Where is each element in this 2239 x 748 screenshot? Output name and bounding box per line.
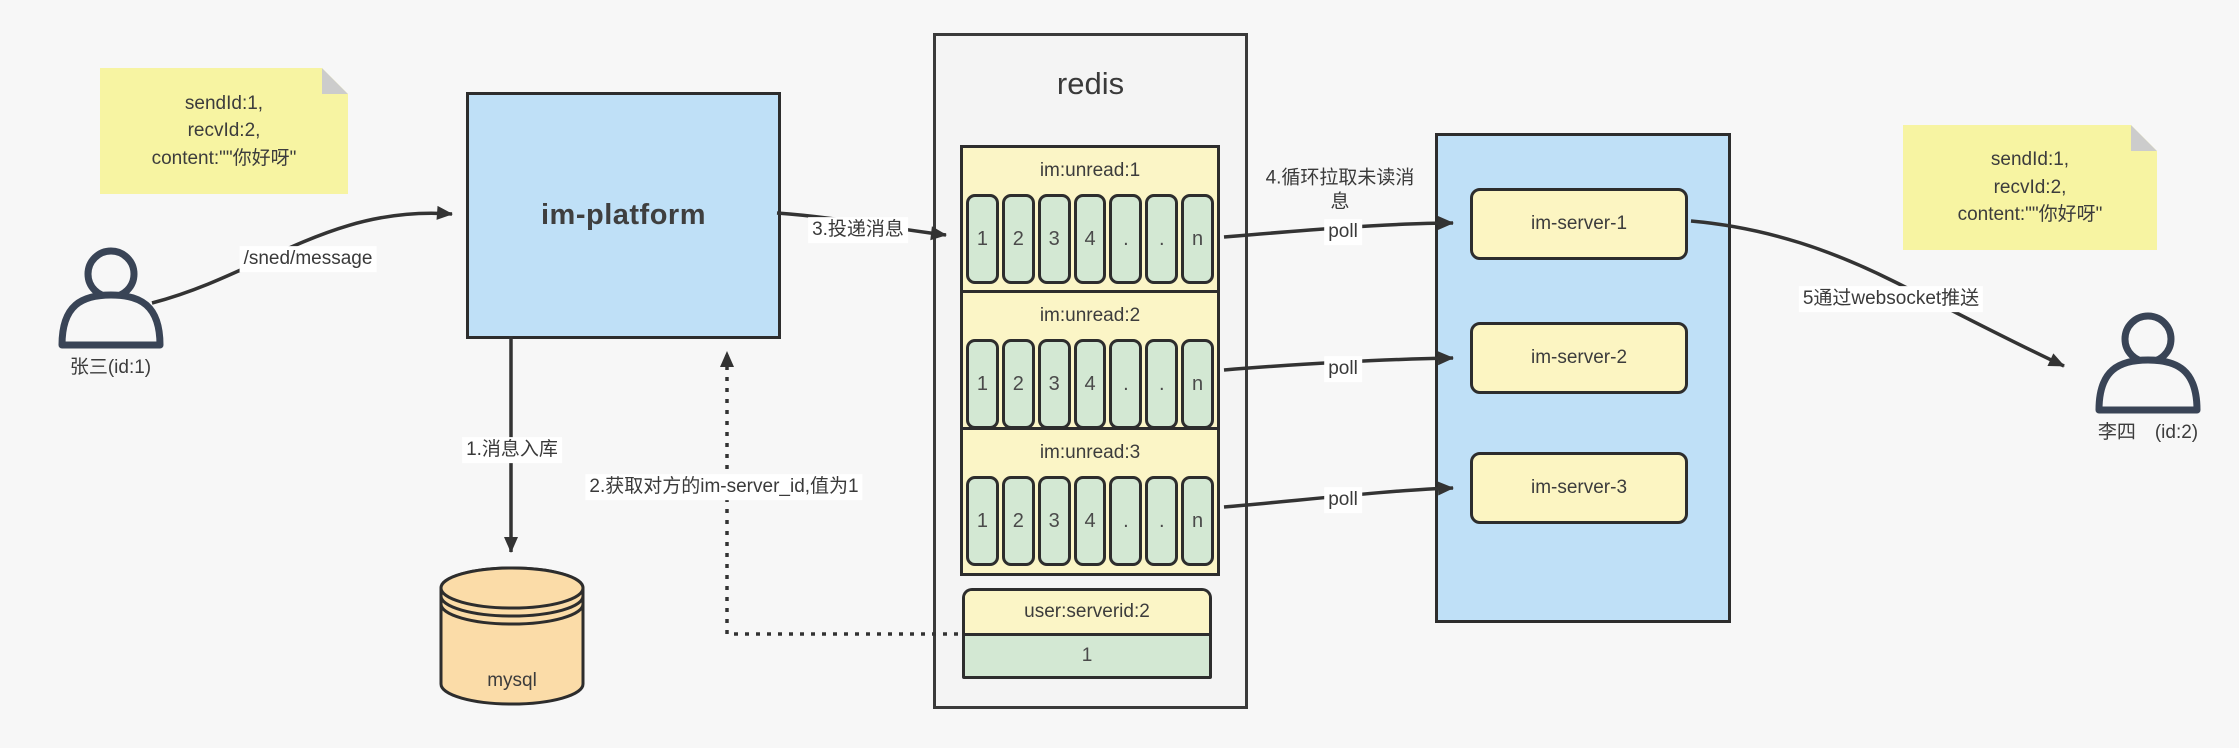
im-platform-node: im-platform — [466, 92, 781, 339]
get-server-id-label: 2.获取对方的im-server_id,值为1 — [585, 474, 863, 500]
list-cell: 3 — [1037, 339, 1071, 429]
list-cell: 2 — [1001, 194, 1035, 284]
list-cell: 4 — [1073, 194, 1107, 284]
unread-list-1-title: im:unread:1 — [1039, 160, 1141, 181]
im-server-1-node: im-server-1 — [1470, 188, 1688, 260]
mysql-label: mysql — [487, 670, 537, 691]
unread-list-3-title: im:unread:3 — [1039, 442, 1141, 463]
request-payload-note-left: sendId:1, recvId:2, content:""你好呀" — [100, 68, 348, 194]
user-serverid-value: 1 — [965, 633, 1209, 676]
list-cell: 1 — [966, 194, 999, 284]
list-cell: n — [1181, 339, 1215, 429]
list-cell: 1 — [966, 339, 999, 429]
poll-label-1: poll — [1324, 219, 1362, 245]
list-cell: . — [1109, 339, 1143, 429]
note-line: content:""你好呀" — [1957, 204, 2103, 226]
user-serverid-box: user:serverid:2 1 — [962, 588, 1212, 679]
poll-label-3: poll — [1324, 487, 1362, 513]
unread-list-1-cells: 1 2 3 4 . . n — [963, 194, 1217, 291]
note-line: recvId:2, — [187, 120, 261, 142]
list-cell: n — [1181, 194, 1215, 284]
receiver-label: 李四 (id:2) — [2097, 422, 2199, 443]
list-cell: . — [1109, 476, 1143, 566]
websocket-push-label: 5通过websocket推送 — [1798, 286, 1984, 312]
receiver-actor: 李四 (id:2) — [2083, 312, 2213, 444]
poll-label-2: poll — [1324, 356, 1362, 382]
store-label: 1.消息入库 — [462, 437, 562, 463]
list-cell: n — [1181, 476, 1215, 566]
im-server-2-node: im-server-2 — [1470, 322, 1688, 394]
note-fold-corner — [2131, 125, 2157, 151]
list-cell: 2 — [1001, 339, 1035, 429]
list-cell: . — [1145, 339, 1179, 429]
sender-label: 张三(id:1) — [69, 357, 152, 378]
note-line: sendId:1, — [1990, 149, 2070, 171]
sender-actor: 张三(id:1) — [38, 247, 183, 379]
list-cell: 3 — [1037, 476, 1071, 566]
list-cell: 3 — [1037, 194, 1071, 284]
unread-list-2-cells: 1 2 3 4 . . n — [963, 339, 1217, 436]
unread-list-2: im:unread:2 1 2 3 4 . . n — [960, 290, 1220, 439]
person-icon — [2095, 312, 2201, 414]
list-cell: 2 — [1001, 476, 1035, 566]
note-line: content:""你好呀" — [151, 147, 297, 169]
mysql-node: mysql — [437, 566, 587, 708]
deliver-label: 3.投递消息 — [808, 217, 908, 243]
unread-list-3-cells: 1 2 3 4 . . n — [963, 476, 1217, 573]
im-server-3-node: im-server-3 — [1470, 452, 1688, 524]
unread-list-3: im:unread:3 1 2 3 4 . . n — [960, 427, 1220, 576]
list-cell: 4 — [1073, 476, 1107, 566]
im-platform-label: im-platform — [541, 199, 706, 231]
redis-title: redis — [1056, 66, 1125, 101]
note-line: recvId:2, — [1993, 176, 2067, 198]
note-fold-corner — [322, 68, 348, 94]
im-server-cluster: im-server-1 im-server-2 im-server-3 — [1435, 133, 1731, 623]
list-cell: 1 — [966, 476, 999, 566]
unread-list-2-title: im:unread:2 — [1039, 305, 1141, 326]
send-message-label: /sned/message — [239, 246, 377, 272]
list-cell: . — [1145, 476, 1179, 566]
push-payload-note-right: sendId:1, recvId:2, content:""你好呀" — [1903, 125, 2157, 250]
database-cylinder-icon — [439, 566, 585, 706]
list-cell: . — [1145, 194, 1179, 284]
user-serverid-key: user:serverid:2 — [965, 591, 1209, 633]
list-cell: 4 — [1073, 339, 1107, 429]
note-line: sendId:1, — [184, 92, 264, 114]
person-icon — [58, 247, 163, 349]
unread-list-1: im:unread:1 1 2 3 4 . . n — [960, 145, 1220, 294]
redis-container: redis im:unread:1 1 2 3 4 . . n im:unrea… — [933, 33, 1248, 709]
pull-unread-label: 4.循环拉取未读消息 — [1265, 167, 1415, 212]
list-cell: . — [1109, 194, 1143, 284]
